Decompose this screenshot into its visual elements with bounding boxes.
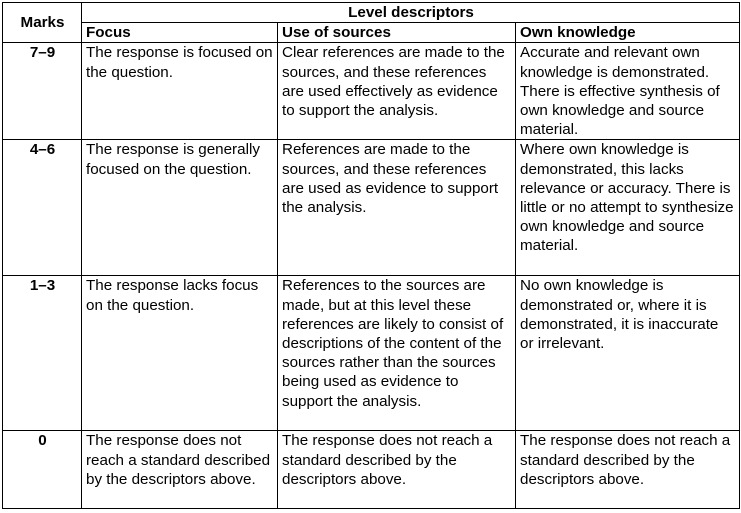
use-of-sources-cell: References are made to the sources, and … xyxy=(277,139,516,277)
use-of-sources-column-header: Use of sources xyxy=(277,22,516,44)
focus-cell: The response lacks focus on the question… xyxy=(81,275,278,432)
own-knowledge-cell: The response does not reach a standard d… xyxy=(515,430,740,510)
marks-cell: 4–6 xyxy=(2,139,82,277)
header-row: Marks Level descriptors xyxy=(2,1,740,44)
marks-cell: 1–3 xyxy=(2,275,82,432)
focus-cell: The response is focused on the question. xyxy=(81,42,278,141)
marks-cell: 0 xyxy=(2,430,82,510)
own-knowledge-cell: No own knowledge is demonstrated or, whe… xyxy=(515,275,740,432)
use-of-sources-cell: Clear references are made to the sources… xyxy=(277,42,516,141)
table-row: 1–3 The response lacks focus on the ques… xyxy=(2,275,740,432)
use-of-sources-cell: The response does not reach a standard d… xyxy=(277,430,516,510)
own-knowledge-cell: Accurate and relevant own knowledge is d… xyxy=(515,42,740,141)
subheader-row: Focus Use of sources Own knowledge xyxy=(3,22,740,44)
table-row: 7–9 The response is focused on the quest… xyxy=(2,42,740,141)
marks-column-header: Marks xyxy=(2,1,82,44)
focus-cell: The response does not reach a standard d… xyxy=(81,430,278,510)
table-row: 4–6 The response is generally focused on… xyxy=(2,139,740,277)
table-row: 0 The response does not reach a standard… xyxy=(2,430,740,510)
focus-cell: The response is generally focused on the… xyxy=(81,139,278,277)
use-of-sources-cell: References to the sources are made, but … xyxy=(277,275,516,432)
level-descriptors-header: Level descriptors xyxy=(81,1,740,24)
focus-column-header: Focus xyxy=(81,22,278,44)
own-knowledge-cell: Where own knowledge is demonstrated, thi… xyxy=(515,139,740,277)
own-knowledge-column-header: Own knowledge xyxy=(515,22,740,44)
marks-cell: 7–9 xyxy=(2,42,82,141)
